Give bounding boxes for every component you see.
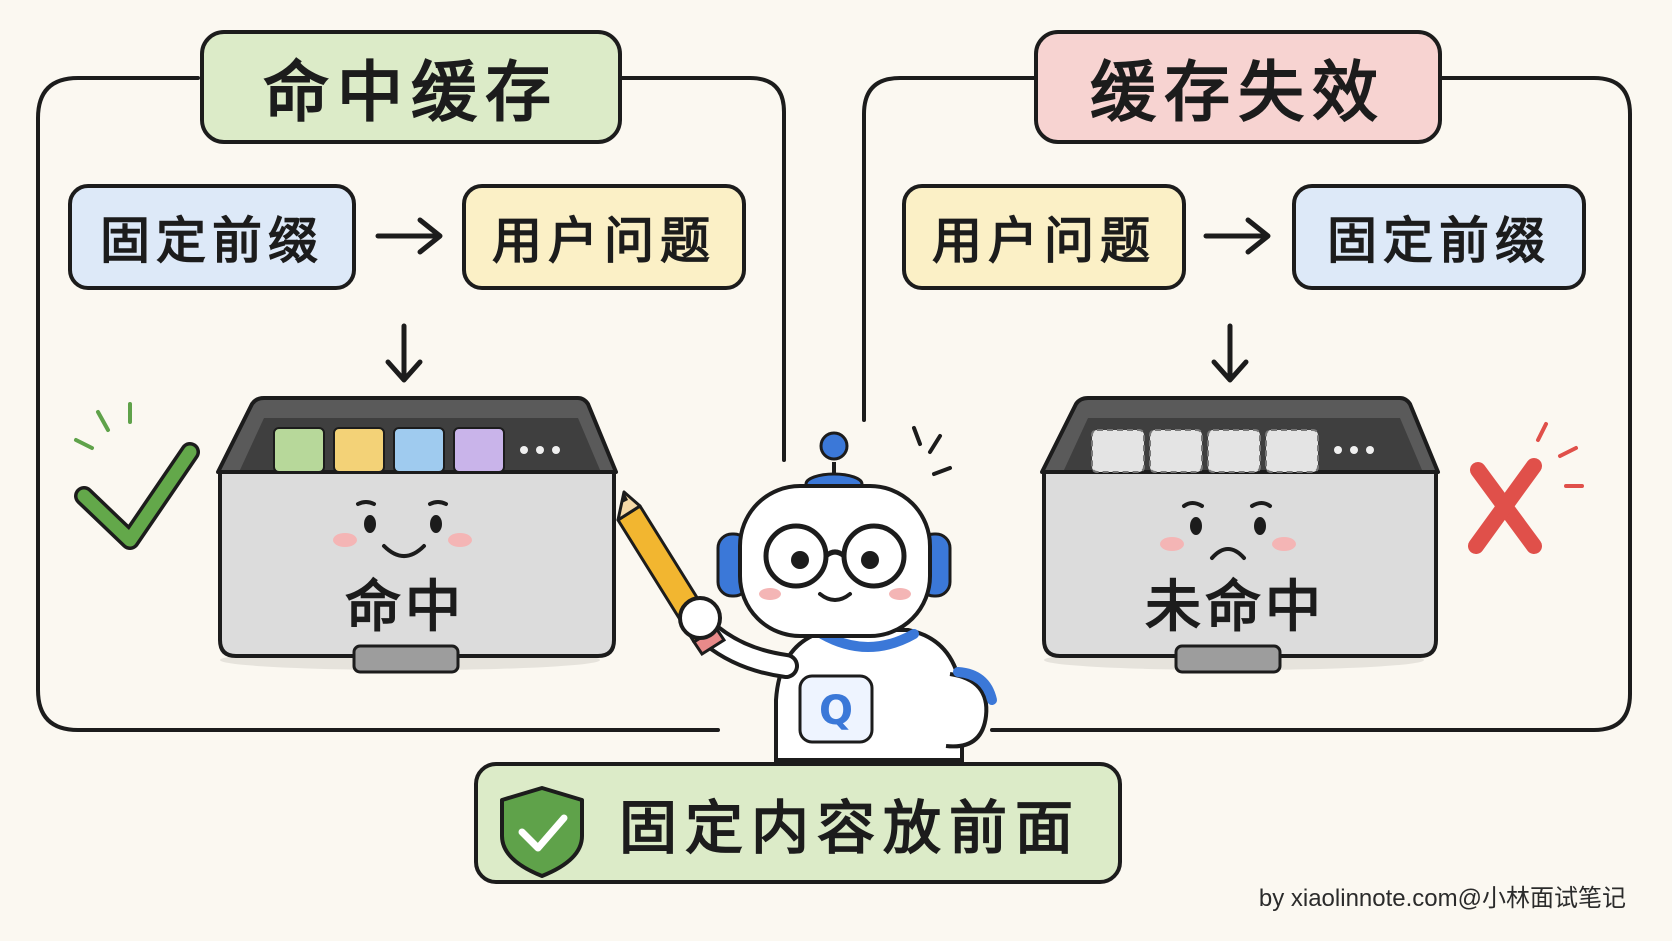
bottom-banner-text: 固定内容放前面 bbox=[618, 794, 1081, 862]
robot-sparks bbox=[912, 426, 952, 476]
right-step1-box bbox=[902, 184, 1186, 290]
token-empty bbox=[1207, 429, 1261, 473]
token-empty bbox=[1149, 429, 1203, 473]
left-down-arrow bbox=[385, 323, 423, 383]
right-flow-arrow bbox=[1203, 217, 1271, 255]
right-step2-box bbox=[1292, 184, 1586, 290]
right-title-box bbox=[1034, 30, 1442, 144]
left-title-box bbox=[200, 30, 622, 144]
robot-mascot: Q bbox=[616, 426, 997, 762]
token-blue bbox=[393, 427, 445, 473]
token-yellow bbox=[333, 427, 385, 473]
shield-check-icon bbox=[500, 786, 584, 878]
token-purple bbox=[453, 427, 505, 473]
check-icon bbox=[74, 442, 200, 550]
left-step2-box bbox=[462, 184, 746, 290]
robot-antenna-ball bbox=[819, 431, 849, 461]
cache-tokens-empty bbox=[1091, 429, 1319, 473]
robot-head bbox=[738, 484, 932, 638]
right-down-arrow bbox=[1211, 323, 1249, 383]
left-ellipsis-icon bbox=[520, 446, 560, 454]
cache-miss-label: 未命中 bbox=[1145, 574, 1325, 640]
sparkle-lines bbox=[74, 402, 132, 450]
left-panel-title: 命中缓存 bbox=[263, 54, 559, 131]
left-cache-box bbox=[216, 396, 618, 674]
right-panel-title: 缓存失效 bbox=[1090, 54, 1386, 131]
cross-icon bbox=[1468, 458, 1542, 554]
credit-text: by xiaolinnote.com@小林面试笔记 bbox=[1258, 885, 1626, 912]
right-panel-frame-left bbox=[862, 76, 1040, 422]
glasses-icon bbox=[763, 523, 907, 589]
token-empty bbox=[1091, 429, 1145, 473]
token-empty bbox=[1265, 429, 1319, 473]
happy-face-icon bbox=[333, 500, 472, 558]
left-panel-frame-right bbox=[618, 76, 786, 462]
left-step1-label: 固定前缀 bbox=[100, 212, 324, 270]
robot-hand bbox=[678, 596, 722, 640]
cache-tokens-filled bbox=[273, 427, 505, 473]
right-step1-label: 用户问题 bbox=[932, 212, 1156, 270]
right-panel-frame bbox=[990, 76, 1632, 732]
right-ellipsis-icon bbox=[1334, 446, 1374, 454]
left-flow-arrow bbox=[375, 217, 443, 255]
left-step2-label: 用户问题 bbox=[492, 212, 716, 270]
bottom-banner-box bbox=[474, 762, 1122, 884]
left-panel-frame bbox=[36, 76, 720, 732]
token-green bbox=[273, 427, 325, 473]
right-step2-label: 固定前缀 bbox=[1327, 212, 1551, 270]
svg-text:Q: Q bbox=[819, 688, 853, 734]
sparkle-lines bbox=[1536, 422, 1584, 488]
sad-face-icon bbox=[1160, 501, 1296, 560]
robot-q-badge bbox=[798, 674, 874, 744]
cache-hit-label: 命中 bbox=[345, 574, 465, 640]
left-step1-box bbox=[68, 184, 356, 290]
